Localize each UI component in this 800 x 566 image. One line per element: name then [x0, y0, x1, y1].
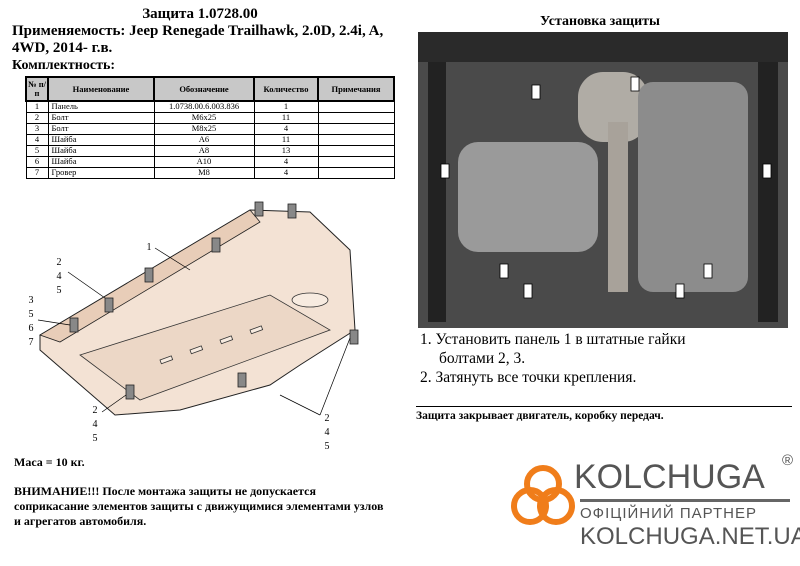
left-header: Защита 1.0728.00 Применяемость: Jeep Ren… — [0, 6, 400, 179]
table-cell — [317, 166, 395, 179]
table-cell: Панель — [47, 100, 155, 113]
panel-drawing — [37, 201, 359, 416]
table-cell: Шайба — [47, 155, 155, 168]
table-cell: Гровер — [47, 166, 155, 179]
col-header: № п/п — [25, 76, 49, 102]
table-cell: 11 — [253, 111, 319, 124]
mass-text: Маса = 10 кг. — [14, 455, 85, 469]
covers-text: Защита закрывает двигатель, коробку пере… — [416, 410, 664, 422]
table-cell: 4 — [253, 166, 319, 179]
table-cell — [317, 100, 395, 113]
logo-divider — [580, 499, 790, 502]
document-title: Защита 1.0728.00 — [142, 6, 258, 22]
step-1-cont: болтами 2, 3. — [439, 350, 526, 367]
install-title: Установка защиты — [540, 14, 660, 29]
col-header: Количество — [253, 76, 319, 102]
table-cell: А8 — [153, 144, 255, 157]
applicability: Применяемость: Jeep Renegade Trailhawk, … — [12, 23, 398, 57]
table-cell: А10 — [153, 155, 255, 168]
table-cell: А6 — [153, 133, 255, 146]
callout-panel: 1 — [146, 242, 152, 253]
table-cell — [317, 155, 395, 168]
registered-mark: ® — [782, 452, 794, 469]
table-cell: Шайба — [47, 144, 155, 157]
kit-label: Комплектность: — [12, 58, 116, 73]
table-cell: 4 — [253, 155, 319, 168]
table-cell — [317, 122, 395, 135]
parts-table: № п/п Наименование Обозначение Количеств… — [25, 76, 395, 179]
divider — [416, 406, 792, 407]
table-cell: М8 — [153, 166, 255, 179]
applicability-value: Jeep Renegade Trailhawk, 2.0D, 2.4i, A, … — [12, 23, 384, 56]
step-2: 2. Затянуть все точки крепления. — [420, 369, 637, 386]
table-cell — [317, 144, 395, 157]
col-header: Обозначение — [153, 76, 255, 102]
table-cell: 5 — [25, 144, 49, 157]
warning-text: ВНИМАНИЕ!!! После монтажа защиты не допу… — [14, 484, 384, 528]
table-cell: 4 — [253, 122, 319, 135]
table-cell: М6х25 — [153, 111, 255, 124]
table-cell: Болт — [47, 122, 155, 135]
applicability-label: Применяемость: — [12, 23, 126, 39]
logo-name: KOLCHUGA — [574, 458, 765, 496]
logo-site: KOLCHUGA.NET.UA — [580, 523, 800, 550]
table-cell: 6 — [25, 155, 49, 168]
table-cell — [317, 133, 395, 146]
table-cell: 1 — [253, 100, 319, 113]
table-cell: 4 — [25, 133, 49, 146]
installation-photo — [418, 32, 788, 328]
table-cell — [317, 111, 395, 124]
logo-subtitle: ОФІЦІЙНИЙ ПАРТНЕР — [580, 505, 757, 522]
install-steps: 1. Установить панель 1 в штатные гайки б… — [420, 330, 686, 387]
table-cell: 11 — [253, 133, 319, 146]
table-cell: 13 — [253, 144, 319, 157]
col-header: Наименование — [47, 76, 155, 102]
table-cell: М8х25 — [153, 122, 255, 135]
kolchuga-rings-icon — [511, 465, 575, 525]
table-cell: Болт — [47, 111, 155, 124]
table-cell: 2 — [25, 111, 49, 124]
table-cell: Шайба — [47, 133, 155, 146]
col-header: Примечания — [317, 76, 395, 102]
table-cell: 1 — [25, 100, 49, 113]
table-cell: 7 — [25, 166, 49, 179]
step-1: 1. Установить панель 1 в штатные гайки — [420, 331, 686, 348]
table-cell: 1.0738.00.6.003.836 — [153, 100, 255, 113]
table-cell: 3 — [25, 122, 49, 135]
